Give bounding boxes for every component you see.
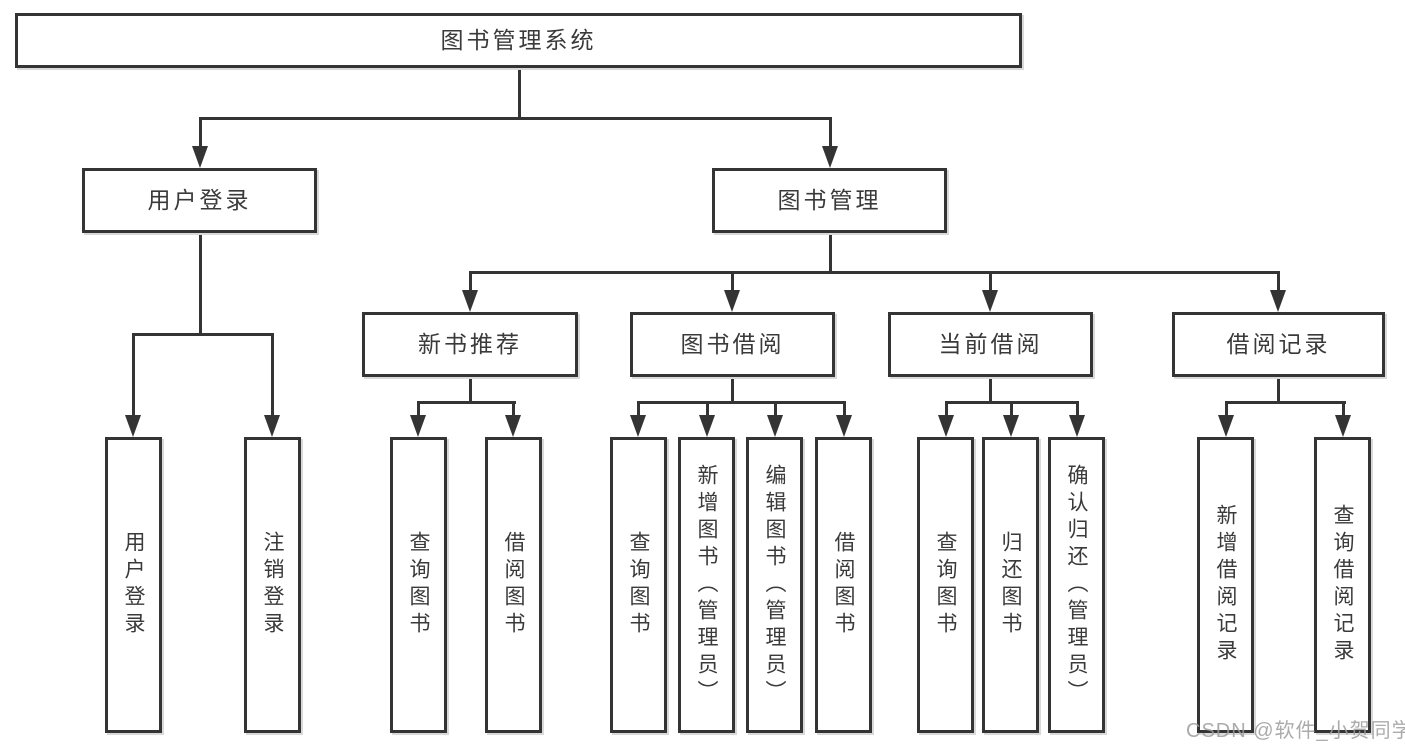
connector-arrowhead [410,415,426,437]
node-new-book-recommend: 新书推荐 [362,312,578,377]
leaf-confirm-return-admin: 确认归还（管理员） [1048,437,1105,733]
watermark: CSDN @软件_小贺同学 [1186,720,1405,742]
node-root: 图书管理系统 [15,13,1022,68]
connector-line [1277,377,1280,404]
connector-arrowhead [822,146,838,168]
connector-line [731,377,734,404]
connector-line [829,233,832,274]
connector-line [1225,401,1346,404]
connector-line [1010,401,1013,417]
connector-arrowhead [1218,415,1234,437]
connector-line [843,401,846,417]
connector-arrowhead [264,415,280,437]
connector-arrowhead [1270,290,1286,312]
connector-line [512,401,515,417]
leaf-edit-book-admin: 编辑图书（管理员） [746,437,803,733]
leaf-borrow-books-recommend: 借阅图书 [485,437,542,733]
connector-arrowhead [505,415,521,437]
connector-line [945,401,948,417]
connector-line [989,377,992,404]
node-book-borrow: 图书借阅 [630,312,835,377]
connector-line [1342,401,1345,417]
connector-arrowhead [938,415,954,437]
leaf-return-book: 归还图书 [982,437,1039,733]
connector-arrowhead [192,146,208,168]
connector-arrowhead [1003,415,1019,437]
connector-line [637,401,640,417]
connector-line [1225,401,1228,417]
connector-line [132,333,135,417]
connector-line [989,271,992,294]
connector-arrowhead [125,415,141,437]
leaf-query-borrow-record: 查询借阅记录 [1314,437,1371,733]
connector-line [469,271,1280,274]
connector-line [774,401,777,417]
node-current-borrow: 当前借阅 [888,312,1093,377]
leaf-add-borrow-record: 新增借阅记录 [1197,437,1254,733]
connector-line [1076,401,1079,417]
leaf-query-books-current: 查询图书 [917,437,974,733]
connector-line [132,333,274,336]
connector-arrowhead [767,415,783,437]
connector-arrowhead [1069,415,1085,437]
connector-line [637,401,846,404]
connector-line [469,271,472,294]
connector-line [199,117,202,150]
connector-line [469,377,472,404]
connector-arrowhead [724,290,740,312]
connector-line [417,401,420,417]
leaf-user-login: 用户登录 [105,437,162,733]
connector-line [417,401,516,404]
leaf-query-books-recommend: 查询图书 [390,437,447,733]
connector-line [199,117,832,120]
node-user-login: 用户登录 [82,168,317,233]
connector-line [1277,271,1280,294]
connector-arrowhead [982,290,998,312]
connector-line [706,401,709,417]
node-borrow-records: 借阅记录 [1172,312,1385,377]
node-book-management: 图书管理 [712,168,947,233]
connector-line [199,233,202,336]
connector-line [271,333,274,417]
connector-arrowhead [462,290,478,312]
connector-arrowhead [1335,415,1351,437]
connector-line [518,68,521,118]
connector-arrowhead [630,415,646,437]
leaf-logout: 注销登录 [244,437,301,733]
leaf-add-book-admin: 新增图书（管理员） [678,437,735,733]
leaf-borrow-books: 借阅图书 [815,437,872,733]
leaf-query-books-borrow: 查询图书 [610,437,667,733]
connector-line [731,271,734,294]
connector-arrowhead [699,415,715,437]
connector-line [829,117,832,150]
connector-arrowhead [836,415,852,437]
